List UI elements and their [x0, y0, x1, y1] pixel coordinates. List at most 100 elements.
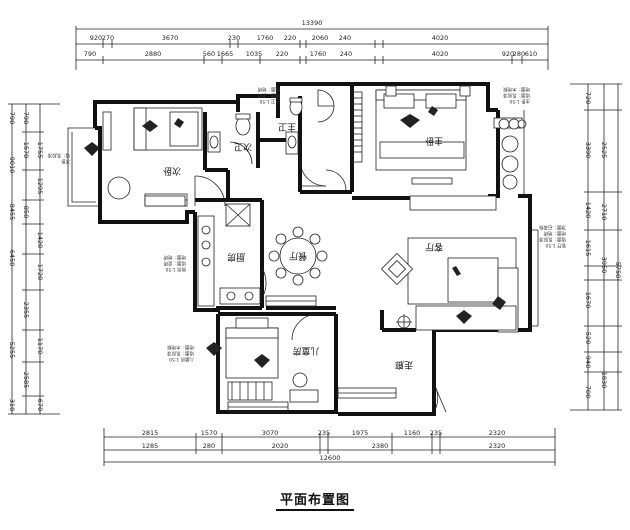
svg-text:墙面：乳胶漆: 墙面：乳胶漆 [503, 92, 530, 99]
top-dim-a4: 230 [228, 34, 240, 42]
top-dim-a6: 220 [284, 34, 296, 42]
right-dimensions [570, 83, 622, 411]
kitchen-fixtures [197, 203, 261, 307]
top-dim-b1: 790 [84, 50, 96, 58]
top-dim-a9: 4020 [432, 34, 449, 42]
svg-text:地面：地砖: 地面：地砖 [163, 254, 186, 261]
bottom-total: 12600 [320, 454, 341, 462]
top-dim-b2: 2880 [145, 50, 162, 58]
svg-text:客厅 1:50: 客厅 1:50 [545, 242, 566, 249]
bottom-b4: 2380 [372, 442, 389, 450]
top-dim-b5: 1035 [246, 50, 263, 58]
svg-text:墙面：瓷砖: 墙面：瓷砖 [163, 260, 186, 267]
left-outer-6: 310 [8, 399, 16, 411]
bottom-dimensions [103, 428, 556, 466]
chair [107, 176, 131, 200]
wardrobe [144, 195, 186, 207]
left-mid-2: 1570 [22, 142, 30, 159]
svg-text:地面：木地板: 地面：木地板 [503, 86, 530, 93]
top-dim-a3: 3670 [162, 34, 179, 42]
closet-hatch [351, 91, 363, 163]
top-dim-b11: 280 [513, 50, 525, 58]
top-dim-a7: 2060 [312, 34, 329, 42]
svg-text:地面：地砖: 地面：地砖 [257, 86, 280, 93]
master-nightstand-right [459, 85, 471, 97]
right-mid-3: 3950 [600, 257, 608, 274]
bottom-a1: 2815 [142, 429, 159, 437]
svg-text:墙面：瓷砖: 墙面：瓷砖 [257, 92, 280, 99]
bottom-a7: 235 [430, 429, 442, 437]
svg-text:墙：乳胶漆: 墙：乳胶漆 [47, 152, 70, 159]
bottom-a4: 235 [318, 429, 330, 437]
bottom-a2: 1570 [201, 429, 218, 437]
svg-text:顶面：石膏板: 顶面：石膏板 [539, 224, 566, 231]
top-total-dim: 13390 [302, 19, 323, 27]
right-in-6: 520 [584, 332, 592, 344]
annotation-kids: 儿童房 1:50 墙面：乳胶漆 地面：木地板 [167, 344, 194, 363]
secondary-bath-fixtures [207, 113, 251, 153]
annotation-kitchen: 厨房 1:50 墙面：瓷砖 地面：地砖 [163, 254, 186, 273]
right-mid-1: 2525 [600, 142, 608, 159]
label-kids-room: 儿童房 [292, 345, 319, 357]
top-dim-b12: 610 [525, 50, 537, 58]
right-in-4: 1615 [584, 240, 592, 257]
svg-text:主卧 1:50: 主卧 1:50 [509, 98, 530, 105]
right-mid-2: 2710 [600, 204, 608, 221]
left-in-5: 1170 [36, 338, 44, 355]
annotation-bed2: 次卧 墙：乳胶漆 [47, 152, 70, 165]
top-dim-b7: 1760 [310, 50, 327, 58]
bottom-b5: 2320 [489, 442, 506, 450]
right-in-2: 3390 [584, 142, 592, 159]
svg-text:墙面：乳胶漆: 墙面：乳胶漆 [539, 236, 566, 243]
left-in-2: 1295 [36, 178, 44, 195]
balcony-plants [498, 118, 527, 130]
top-dim-a5: 1760 [257, 34, 274, 42]
svg-text:儿童房 1:50: 儿童房 1:50 [169, 356, 194, 363]
bottom-a5: 1975 [352, 429, 369, 437]
dining-table [268, 226, 328, 286]
left-in-4: 1720 [36, 264, 44, 281]
bottom-a8: 2320 [489, 429, 506, 437]
top-dim-b3: 560 [203, 50, 215, 58]
top-dim-b10: 920 [502, 50, 514, 58]
left-mid-5: 2585 [22, 372, 30, 389]
right-in-3: 1420 [584, 202, 592, 219]
top-dim-b8: 240 [340, 50, 352, 58]
label-living: 客厅 [425, 241, 443, 253]
left-mid-1: 790 [22, 112, 30, 124]
svg-text:次卧: 次卧 [61, 158, 70, 165]
right-in-5: 1670 [584, 292, 592, 309]
bottom-b3: 2020 [272, 442, 289, 450]
annotation-master: 主卧 1:50 墙面：乳胶漆 地面：木地板 [503, 86, 530, 105]
plan-title: 平面布置图 [275, 489, 354, 511]
svg-text:主卫 1:50: 主卫 1:50 [259, 98, 280, 105]
label-dining: 餐厅 [289, 250, 307, 262]
bay-cushion [84, 142, 100, 156]
left-in-1: 1755 [36, 142, 44, 159]
top-dimensions [75, 26, 549, 70]
annotation-living: 客厅 1:50 墙面：乳胶漆 地面：地砖 顶面：石膏板 [539, 224, 566, 249]
left-outer-2: 9010 [8, 157, 16, 174]
left-dimensions [8, 103, 60, 415]
left-in-3: 1420 [36, 232, 44, 249]
doors [194, 141, 447, 413]
right-in-8: 700 [584, 386, 592, 398]
top-dim-b6: 220 [276, 50, 288, 58]
svg-text:墙面：乳胶漆: 墙面：乳胶漆 [167, 350, 194, 357]
master-bed [375, 89, 467, 185]
left-outer-4: 6450 [8, 250, 16, 267]
left-mid-4: 2355 [22, 302, 30, 319]
label-secondary-bedroom: 次卧 [163, 165, 181, 177]
top-dim-b9: 4020 [432, 50, 449, 58]
bottom-a6: 1160 [404, 429, 421, 437]
label-secondary-bath: 次卫 [234, 141, 252, 153]
secondary-bed [133, 107, 203, 151]
right-mid-4: 1830 [600, 372, 608, 389]
label-corridor: 走廊 [395, 359, 413, 371]
top-dim-a1: 920 [90, 34, 102, 42]
right-outer-1: 5750 [614, 262, 622, 279]
nightstand [102, 111, 112, 151]
left-in-6: 670 [36, 399, 44, 411]
svg-text:地面：地砖: 地面：地砖 [543, 230, 566, 237]
